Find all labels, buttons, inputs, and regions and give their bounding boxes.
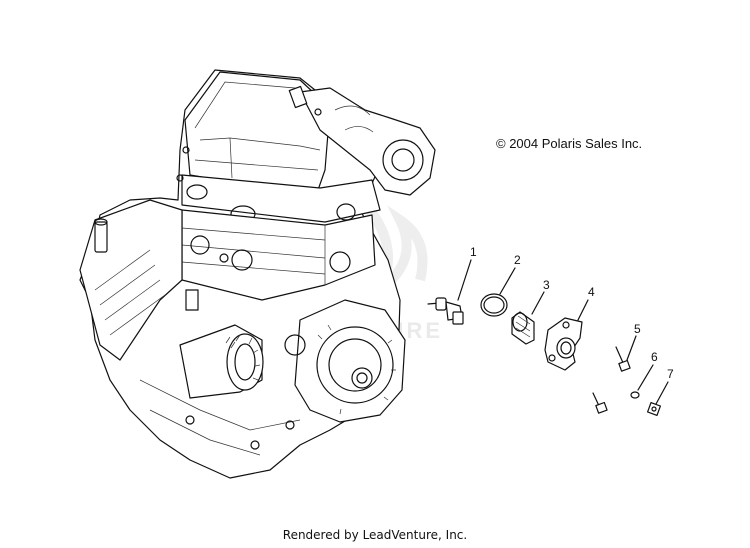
footer-credit: Rendered by LeadVenture, Inc. bbox=[282, 528, 468, 542]
callout-5: 5 bbox=[634, 322, 641, 336]
callout-leaders bbox=[457, 259, 669, 405]
engine-assembly bbox=[79, 69, 436, 479]
part-5-bolt bbox=[615, 346, 631, 372]
callout-6: 6 bbox=[651, 350, 658, 364]
part-bolt-lower bbox=[592, 392, 608, 414]
part-7-bleed-screw bbox=[646, 401, 662, 417]
callout-3: 3 bbox=[543, 278, 550, 292]
callout-7: 7 bbox=[667, 367, 674, 381]
callout-2: 2 bbox=[514, 253, 521, 267]
callout-1: 1 bbox=[470, 245, 477, 259]
part-3-thermostat bbox=[511, 311, 535, 345]
part-4-thermostat-housing bbox=[544, 317, 583, 371]
part-1-temperature-sensor bbox=[427, 297, 464, 325]
part-6-washer bbox=[630, 391, 640, 399]
callout-4: 4 bbox=[588, 285, 595, 299]
part-2-o-ring bbox=[480, 293, 508, 317]
copyright-notice: © 2004 Polaris Sales Inc. bbox=[496, 136, 643, 151]
